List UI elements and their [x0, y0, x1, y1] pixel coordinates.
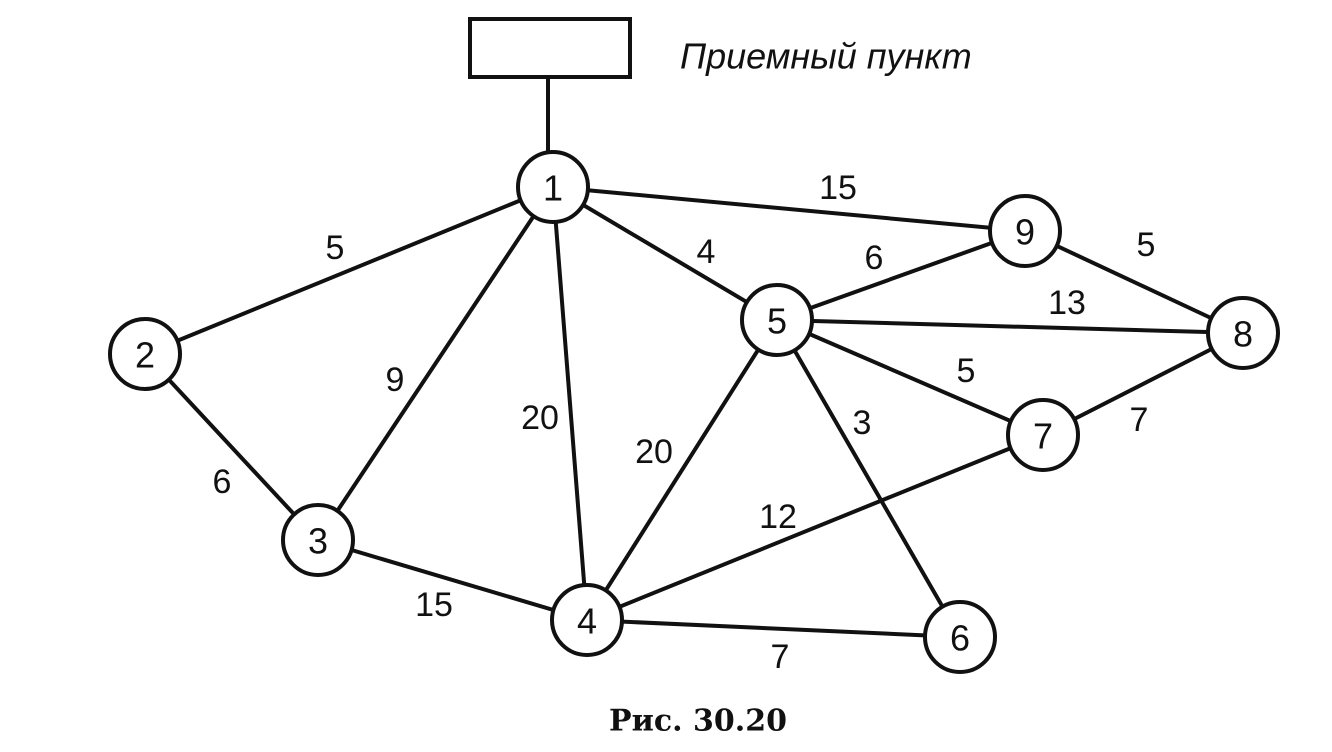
edges-layer — [143, 75, 1245, 639]
node-label-7: 7 — [1033, 416, 1053, 457]
node-circle-9 — [988, 194, 1062, 268]
edge-5-7 — [775, 318, 1045, 437]
node-circle-2 — [108, 317, 182, 391]
edge-1-4 — [551, 185, 589, 622]
node-3: 3 — [281, 503, 355, 577]
node-circle-3 — [281, 503, 355, 577]
node-circle-8 — [1206, 296, 1280, 370]
node-label-8: 8 — [1233, 314, 1253, 355]
edge-4-6 — [585, 618, 962, 639]
node-5: 5 — [740, 283, 814, 357]
node-4: 4 — [550, 583, 624, 657]
node-circle-4 — [550, 583, 624, 657]
edge-weight-2-3: 6 — [213, 463, 232, 501]
edge-7-8 — [1041, 331, 1245, 437]
node-8: 8 — [1206, 296, 1280, 370]
node-circle-1 — [516, 150, 590, 224]
edge-1-5 — [551, 185, 779, 322]
edge-1-2 — [143, 185, 555, 356]
edge-weight-1-3: 9 — [386, 361, 405, 399]
node-label-6: 6 — [950, 618, 970, 659]
edge-4-7 — [585, 433, 1045, 622]
edge-weight-5-6: 3 — [853, 404, 872, 442]
node-circle-5 — [740, 283, 814, 357]
reception-point-box — [468, 17, 632, 79]
node-label-5: 5 — [767, 301, 787, 342]
node-circle-6 — [923, 600, 997, 674]
edge-weight-5-8: 13 — [1048, 284, 1086, 322]
edge-weight-3-4: 15 — [415, 586, 453, 624]
edge-weight-4-5: 20 — [635, 433, 673, 471]
node-label-4: 4 — [577, 601, 597, 642]
edge-2-3 — [143, 352, 320, 542]
edge-weight-7-8: 7 — [1130, 401, 1149, 439]
node-6: 6 — [923, 600, 997, 674]
edge-weight-4-6: 7 — [771, 638, 790, 676]
edge-weight-1-4: 20 — [521, 399, 559, 437]
edge-weight-1-2: 5 — [326, 229, 345, 267]
node-7: 7 — [1006, 398, 1080, 472]
node-label-1: 1 — [543, 168, 563, 209]
reception-point: Приемный пункт — [468, 17, 972, 79]
edge-4-5 — [585, 318, 779, 622]
edge-weight-5-7: 5 — [957, 352, 976, 390]
figure-caption: Рис. 30.20 — [609, 704, 787, 739]
node-label-2: 2 — [135, 335, 155, 376]
edge-weight-5-9: 6 — [865, 239, 884, 277]
edge-weight-1-9: 15 — [819, 169, 857, 207]
node-label-3: 3 — [308, 521, 328, 562]
edge-weight-1-5: 4 — [697, 233, 716, 271]
edge-1-9 — [551, 185, 1027, 233]
reception-point-label: Приемный пункт — [680, 36, 972, 77]
edge-5-8 — [775, 318, 1245, 335]
edge-3-4 — [316, 538, 589, 622]
node-label-9: 9 — [1015, 212, 1035, 253]
node-1: 1 — [516, 150, 590, 224]
edge-5-6 — [775, 318, 962, 639]
node-2: 2 — [108, 317, 182, 391]
node-circle-7 — [1006, 398, 1080, 472]
edge-weight-9-8: 5 — [1137, 226, 1156, 264]
edge-5-9 — [775, 229, 1027, 322]
edge-1-3 — [316, 185, 555, 542]
node-9: 9 — [988, 194, 1062, 268]
edge-weight-4-7: 12 — [759, 498, 797, 536]
edge-9-8 — [1023, 229, 1245, 335]
